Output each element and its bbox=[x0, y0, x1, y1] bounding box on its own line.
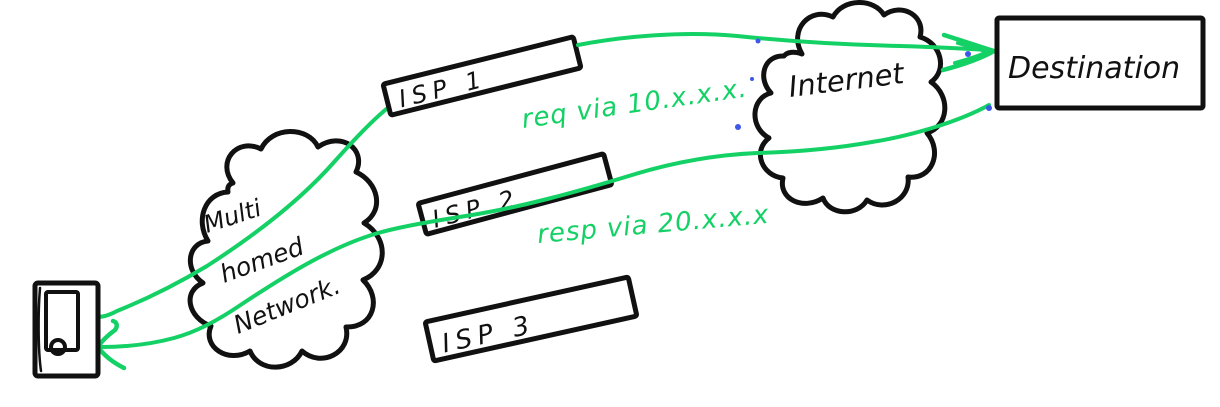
ink-dot bbox=[986, 105, 992, 111]
response-arrowhead-icon bbox=[95, 318, 127, 371]
ink-dot bbox=[755, 38, 761, 44]
isp1-box bbox=[380, 34, 584, 118]
client-device bbox=[32, 280, 101, 379]
destination-label: Destination bbox=[1008, 51, 1180, 86]
request-arrowhead-icon bbox=[940, 32, 997, 73]
request-line-isp1-to-destination bbox=[576, 32, 988, 52]
phone-home-button-icon bbox=[49, 338, 67, 356]
response-flow-label: resp via 20.x.x.x bbox=[536, 200, 771, 250]
phone-screen bbox=[44, 290, 80, 352]
request-line-client-to-isp1 bbox=[88, 105, 391, 319]
ink-dot bbox=[750, 77, 754, 81]
request-flow-label: req via 10.x.x.x. bbox=[520, 74, 750, 135]
destination-box bbox=[994, 15, 1206, 111]
request-arrowhead-inner-icon bbox=[953, 41, 989, 65]
internet-cloud-shape bbox=[752, 0, 948, 215]
phone-edge-stroke bbox=[37, 286, 43, 373]
isp3-node: ISP 3 bbox=[423, 274, 639, 364]
response-line-destination-to-client bbox=[99, 103, 991, 349]
destination-node: Destination bbox=[994, 15, 1206, 111]
isp3-box bbox=[423, 274, 639, 364]
ink-dot bbox=[965, 51, 971, 57]
phone-body bbox=[32, 280, 101, 379]
ink-dot bbox=[735, 124, 741, 130]
